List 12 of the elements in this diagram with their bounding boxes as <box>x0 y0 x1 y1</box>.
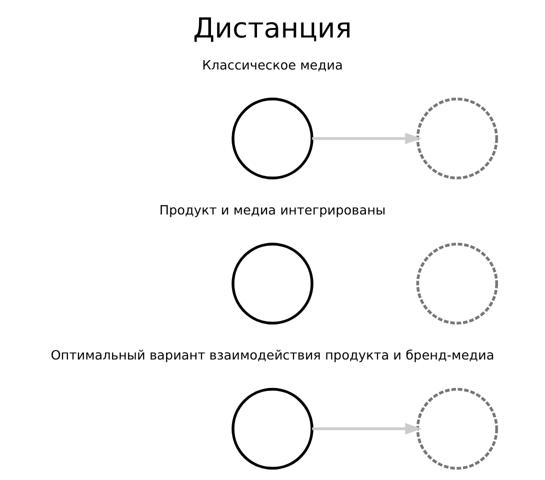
node-circle <box>416 98 498 180</box>
node-circle <box>232 388 314 470</box>
label: Продукт и медиа интегрированы <box>159 203 386 218</box>
node-circle <box>232 242 314 325</box>
arrow <box>312 132 422 144</box>
arrow <box>312 422 422 435</box>
node-circle <box>416 388 498 470</box>
diagram-title: Дистанция <box>193 12 352 44</box>
label: Классическое медиа <box>202 58 343 74</box>
node-circle <box>416 242 498 325</box>
label: Оптимальный вариант взаимодействия продукта и бренд-медиа <box>50 348 494 364</box>
node-circle <box>232 98 314 180</box>
